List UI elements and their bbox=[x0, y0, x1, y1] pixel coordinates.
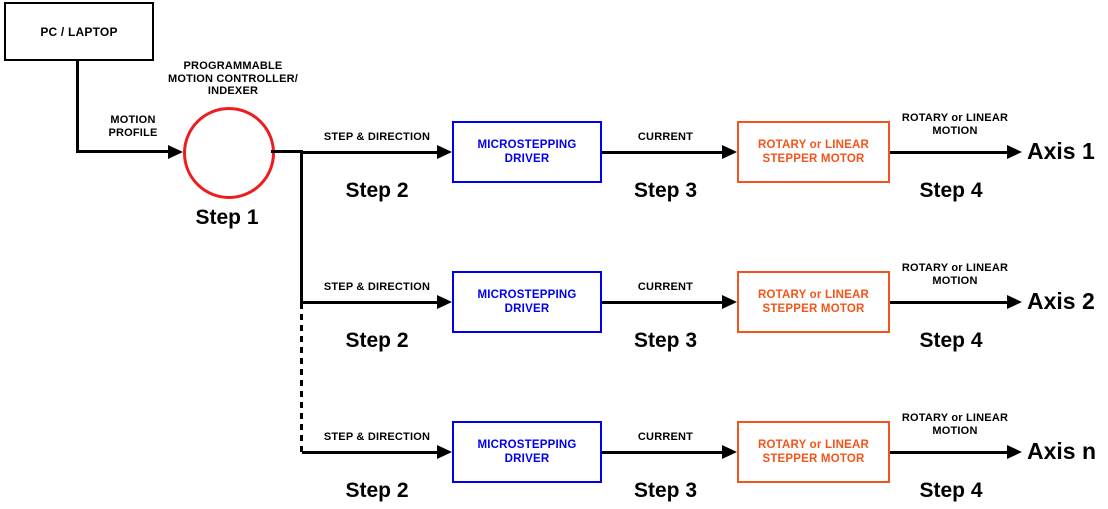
motion-output-line bbox=[890, 300, 1009, 304]
current-label: CURRENT bbox=[637, 431, 694, 443]
controller-output-line bbox=[271, 150, 303, 153]
motion-output-arrowhead bbox=[1007, 145, 1022, 159]
current-label: CURRENT bbox=[637, 131, 694, 143]
motion-profile-label: MOTION PROFILE bbox=[108, 114, 158, 139]
stepper-motor-box: ROTARY or LINEAR STEPPER MOTOR bbox=[737, 121, 890, 183]
stepper-motor-label: ROTARY or LINEAR STEPPER MOTOR bbox=[758, 439, 869, 465]
step-direction-label: STEP & DIRECTION bbox=[323, 281, 431, 293]
step2-label: Step 2 bbox=[345, 329, 409, 352]
current-line bbox=[602, 300, 724, 304]
pc-laptop-label: PC / LAPTOP bbox=[40, 24, 118, 39]
step4-label: Step 4 bbox=[919, 179, 983, 202]
step-direction-label: STEP & DIRECTION bbox=[323, 131, 431, 143]
step1-label: Step 1 bbox=[195, 206, 259, 229]
controller-circle bbox=[183, 107, 275, 199]
trunk-line-solid bbox=[300, 150, 303, 303]
current-arrowhead bbox=[722, 445, 737, 459]
step2-label: Step 2 bbox=[345, 179, 409, 202]
current-line bbox=[602, 150, 724, 154]
stepper-motor-label: ROTARY or LINEAR STEPPER MOTOR bbox=[758, 139, 869, 165]
step-direction-line bbox=[302, 300, 440, 304]
motion-profile-line bbox=[76, 150, 170, 153]
stepper-motor-box: ROTARY or LINEAR STEPPER MOTOR bbox=[737, 421, 890, 483]
microstepping-driver-label: MICROSTEPPING DRIVER bbox=[477, 439, 577, 465]
motion-output-arrowhead bbox=[1007, 445, 1022, 459]
step-direction-line bbox=[302, 150, 440, 154]
step4-label: Step 4 bbox=[919, 329, 983, 352]
step3-label: Step 3 bbox=[633, 329, 698, 352]
microstepping-driver-label: MICROSTEPPING DRIVER bbox=[477, 289, 577, 315]
current-arrowhead bbox=[722, 145, 737, 159]
motion-output-label: ROTARY or LINEAR MOTION bbox=[901, 412, 1009, 437]
stepper-motor-label: ROTARY or LINEAR STEPPER MOTOR bbox=[758, 289, 869, 315]
step4-label: Step 4 bbox=[919, 479, 983, 502]
motion-output-arrowhead bbox=[1007, 295, 1022, 309]
pc-down-line bbox=[76, 59, 79, 151]
pc-laptop-box: PC / LAPTOP bbox=[4, 2, 154, 61]
stepper-motor-box: ROTARY or LINEAR STEPPER MOTOR bbox=[737, 271, 890, 333]
microstepping-driver-box: MICROSTEPPING DRIVER bbox=[452, 271, 602, 333]
current-arrowhead bbox=[722, 295, 737, 309]
trunk-line-dashed bbox=[300, 303, 303, 452]
controller-label: PROGRAMMABLE MOTION CONTROLLER/ INDEXER bbox=[167, 60, 299, 97]
step-direction-arrowhead bbox=[437, 295, 452, 309]
step3-label: Step 3 bbox=[633, 479, 698, 502]
step-direction-label: STEP & DIRECTION bbox=[323, 431, 431, 443]
step2-label: Step 2 bbox=[345, 479, 409, 502]
motion-output-line bbox=[890, 150, 1009, 154]
microstepping-driver-box: MICROSTEPPING DRIVER bbox=[452, 121, 602, 183]
axis-label: Axis 1 bbox=[1027, 138, 1095, 164]
motion-output-line bbox=[890, 450, 1009, 454]
microstepping-driver-label: MICROSTEPPING DRIVER bbox=[477, 139, 577, 165]
step-direction-arrowhead bbox=[437, 145, 452, 159]
microstepping-driver-box: MICROSTEPPING DRIVER bbox=[452, 421, 602, 483]
motion-output-label: ROTARY or LINEAR MOTION bbox=[901, 112, 1009, 137]
axis-label: Axis n bbox=[1027, 438, 1097, 464]
step3-label: Step 3 bbox=[633, 179, 698, 202]
motion-profile-arrowhead bbox=[168, 144, 183, 159]
current-line bbox=[602, 450, 724, 454]
axis-label: Axis 2 bbox=[1027, 288, 1095, 314]
motion-output-label: ROTARY or LINEAR MOTION bbox=[901, 262, 1009, 287]
step-direction-line bbox=[302, 450, 440, 454]
step-direction-arrowhead bbox=[437, 445, 452, 459]
current-label: CURRENT bbox=[637, 281, 694, 293]
